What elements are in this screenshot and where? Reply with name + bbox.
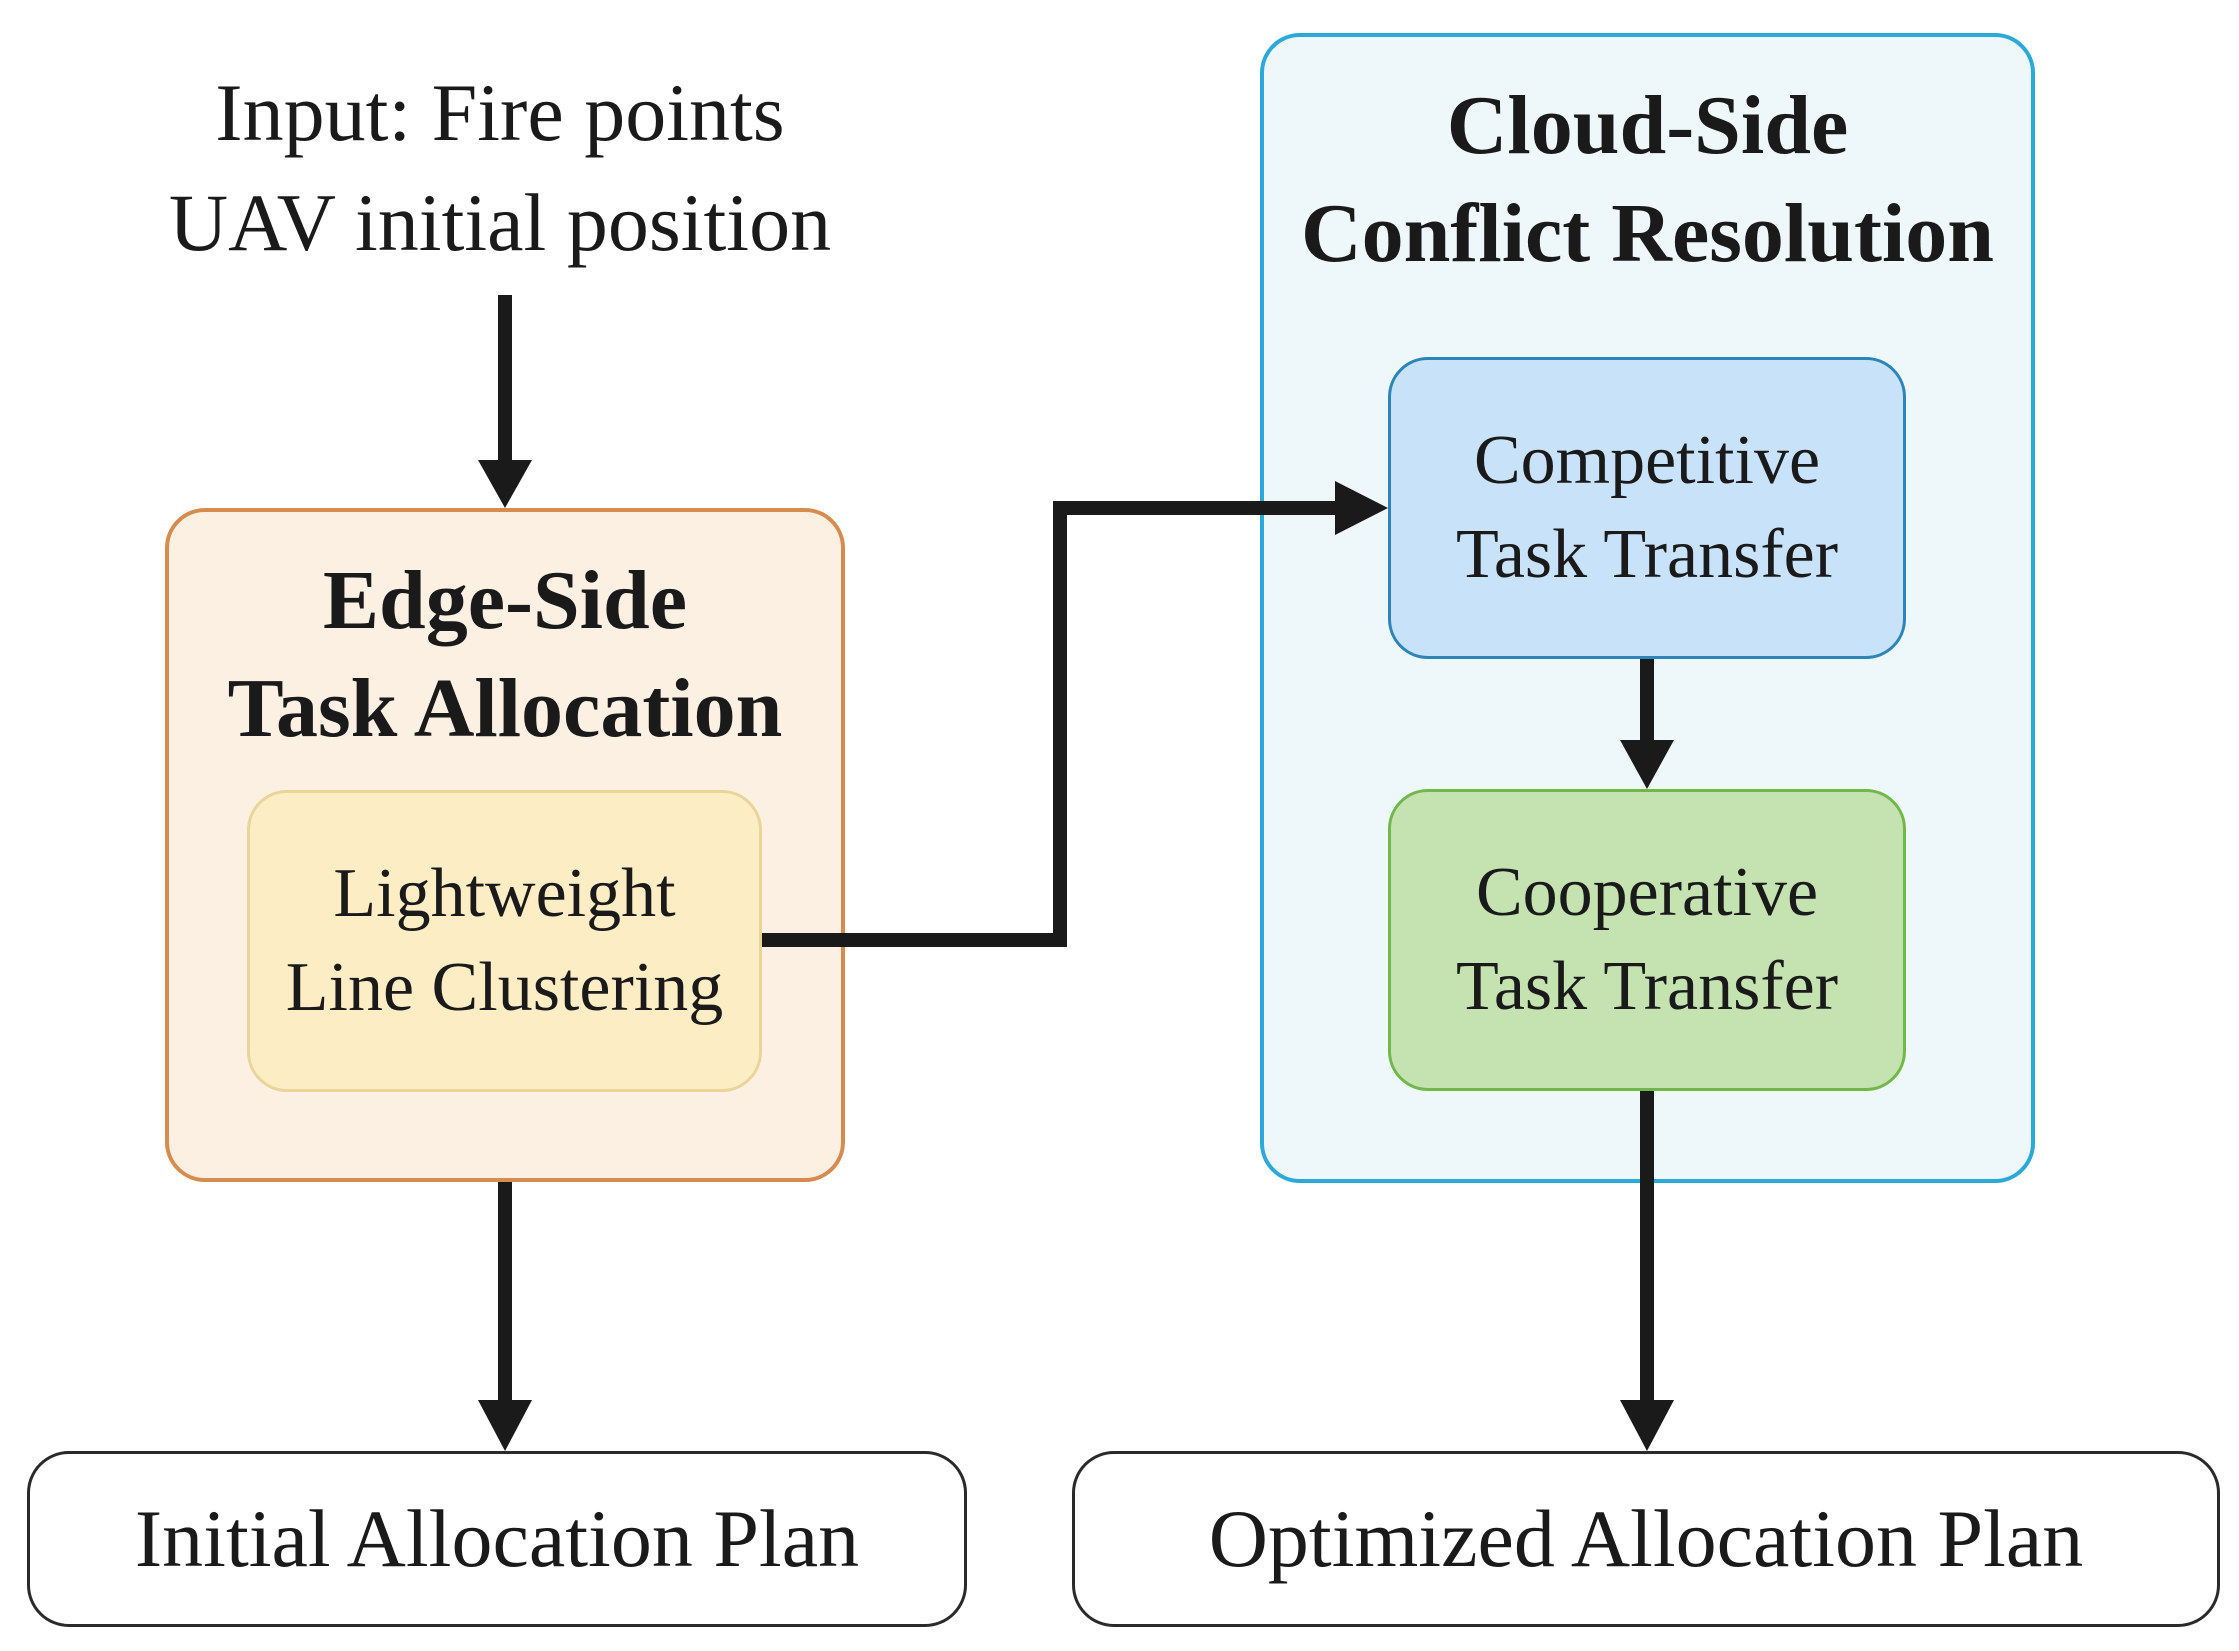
lightweight-line-clustering-box: Lightweight Line Clustering	[247, 790, 762, 1092]
competitive-task-transfer-box: Competitive Task Transfer	[1388, 357, 1906, 659]
cooperative-line-1: Cooperative	[1475, 854, 1819, 931]
arrow-competitive-to-cooperative	[1620, 659, 1674, 789]
initial-allocation-plan-box: Initial Allocation Plan	[27, 1451, 967, 1627]
edge-side-title-line-2: Task Allocation	[227, 662, 783, 755]
arrow-clustering-to-competitive	[762, 481, 1388, 947]
cloud-side-title: Cloud-Side Conflict Resolution	[1260, 70, 2035, 290]
optimized-allocation-plan-label: Optimized Allocation Plan	[1208, 1493, 2084, 1584]
clustering-line-1: Lightweight	[333, 855, 676, 932]
cooperative-line-2: Task Transfer	[1455, 948, 1839, 1025]
arrow-input-to-edge	[478, 295, 532, 508]
arrow-cooperative-to-optimized-plan	[1620, 1091, 1674, 1451]
competitive-line-1: Competitive	[1473, 422, 1821, 499]
input-label: Input: Fire points UAV initial position	[80, 55, 920, 280]
cooperative-task-transfer-box: Cooperative Task Transfer	[1388, 789, 1906, 1091]
cloud-side-title-line-1: Cloud-Side	[1446, 79, 1849, 172]
competitive-line-2: Task Transfer	[1455, 516, 1839, 593]
edge-side-title: Edge-Side Task Allocation	[165, 545, 845, 765]
optimized-allocation-plan-box: Optimized Allocation Plan	[1072, 1451, 2220, 1627]
initial-allocation-plan-label: Initial Allocation Plan	[134, 1493, 860, 1584]
input-line-1: Input: Fire points	[215, 66, 785, 158]
input-line-2: UAV initial position	[168, 176, 832, 268]
cloud-side-title-line-2: Conflict Resolution	[1301, 187, 1994, 280]
edge-side-title-line-1: Edge-Side	[322, 554, 688, 647]
clustering-line-2: Line Clustering	[285, 949, 724, 1026]
arrow-edge-to-initial-plan	[478, 1182, 532, 1451]
